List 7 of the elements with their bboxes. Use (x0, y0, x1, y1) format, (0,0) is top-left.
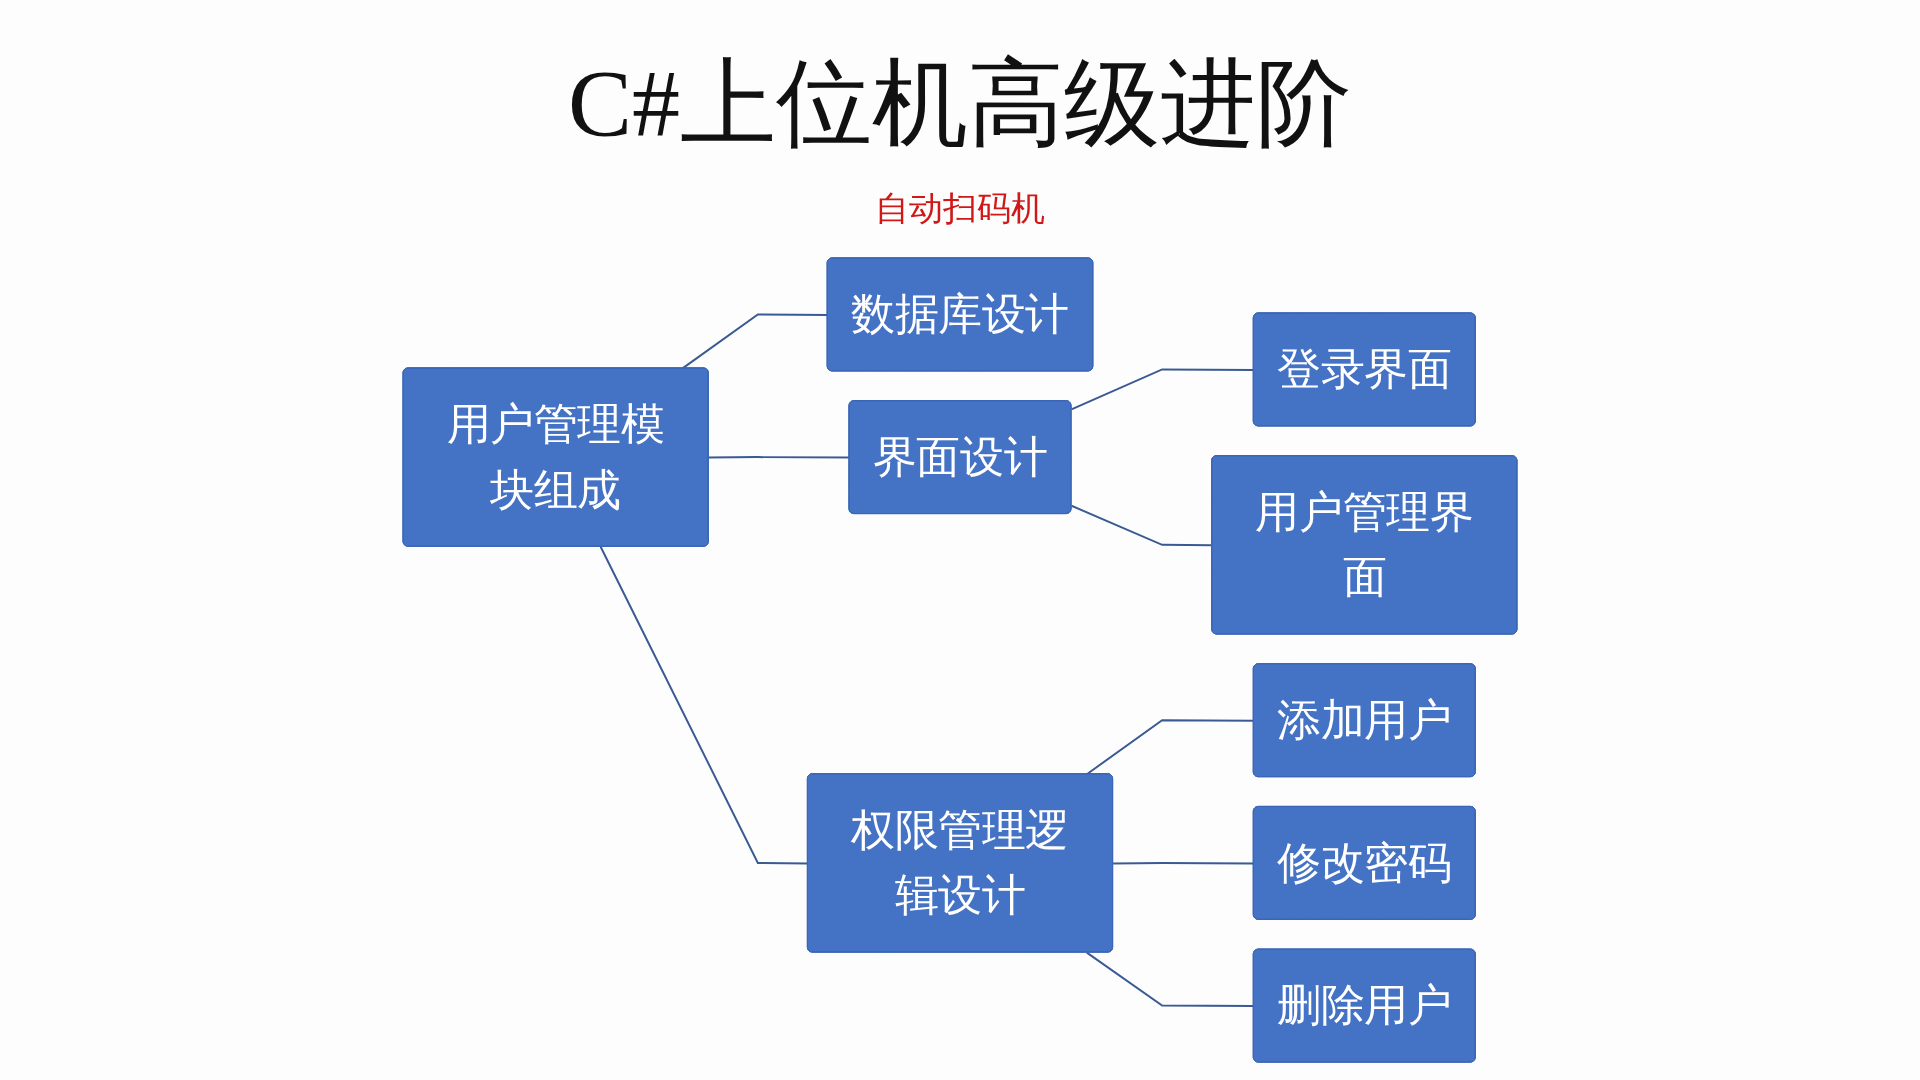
title: C#上位机高级进阶 (568, 50, 1352, 157)
connector (599, 545, 809, 865)
connector (707, 456, 851, 459)
connector (1112, 861, 1255, 865)
connector (1085, 951, 1255, 1008)
connector (1070, 368, 1255, 411)
subtitle-label: 自动扫码机 (875, 188, 1045, 228)
